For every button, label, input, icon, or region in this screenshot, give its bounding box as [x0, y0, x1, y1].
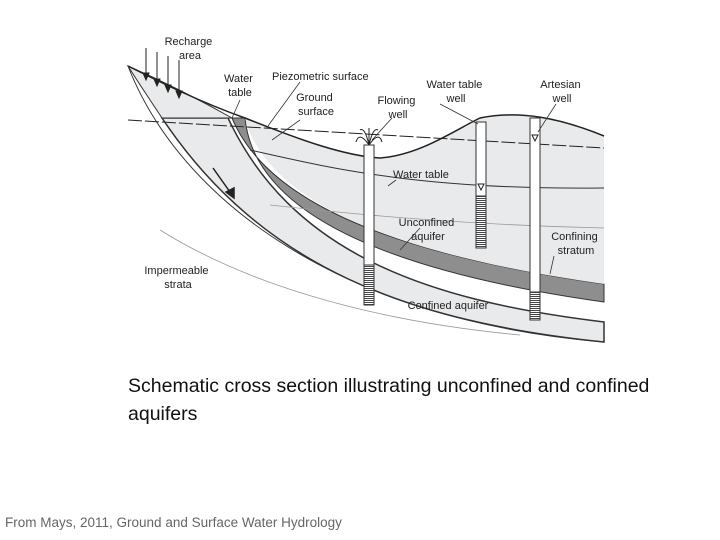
ground-surface-line — [127, 65, 605, 159]
label-impermeable-strata: Impermeable strata — [144, 265, 211, 291]
label-recharge-area: Recharge area — [165, 36, 216, 62]
source-citation: From Mays, 2011, Ground and Surface Wate… — [5, 515, 342, 530]
strata-texture-line — [269, 204, 605, 229]
aquifer-cross-section-diagram: Recharge area Water table Piezometric su… — [126, 36, 605, 343]
label-water-table-top: Water table — [224, 73, 256, 99]
label-artesian-well: Artesian well — [540, 79, 583, 105]
artesian-well — [529, 117, 541, 321]
flowing-well — [355, 128, 383, 306]
label-flowing-well: Flowing well — [378, 95, 419, 121]
recharge-arrows — [142, 48, 183, 100]
label-piezometric-surface: Piezometric surface — [272, 71, 369, 83]
flow-direction-arrow — [212, 167, 235, 200]
label-water-table-well: Water table well — [427, 79, 486, 105]
figure-caption: Schematic cross section illustrating unc… — [128, 375, 650, 425]
unconfined-aquifer-layer — [245, 114, 604, 285]
confining-stratum-layer — [231, 117, 605, 303]
label-water-table-mid: Water table — [393, 169, 449, 181]
label-unconfined-aquifer: Unconfined aquifer — [399, 217, 458, 243]
label-confined-aquifer: Confined aquifer — [408, 300, 489, 312]
label-confining-stratum: Confining stratum — [551, 231, 601, 257]
strata-texture-line — [159, 229, 521, 336]
label-ground-surface: Ground surface — [296, 92, 336, 118]
water-table-well — [475, 121, 487, 249]
leader-lines — [231, 81, 557, 275]
